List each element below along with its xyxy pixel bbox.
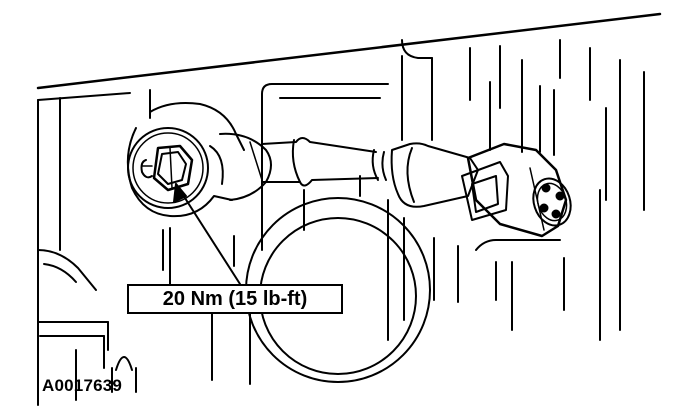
sensor-body <box>126 102 272 218</box>
sensor-cable <box>261 137 387 187</box>
torque-callout: 20 Nm (15 lb-ft) <box>127 284 343 314</box>
connector <box>390 142 572 238</box>
leader-arrow <box>173 183 241 285</box>
figure-id-label: A0017639 <box>42 376 123 395</box>
engine-block <box>36 12 662 406</box>
hex-nut <box>140 144 194 192</box>
